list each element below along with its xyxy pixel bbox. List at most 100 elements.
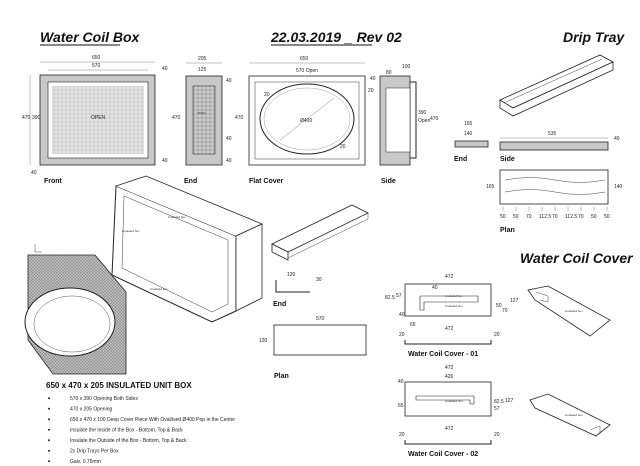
drip-tray-end: 165 140 End: [454, 121, 489, 163]
end-top: 40: [226, 78, 232, 84]
unit-box-notes: 570 x 390 Opening Both Sides 470 x 205 Op…: [48, 396, 235, 465]
front-opening-label: OPEN: [91, 115, 106, 121]
label-front: Front: [44, 178, 63, 185]
front-height: 470: [22, 115, 31, 121]
title-date-rev: 22.03.2019 _ Rev 02: [270, 29, 402, 45]
cover01-width-bottom: 472: [445, 326, 454, 332]
cover-persp-a-notch: [535, 291, 549, 303]
label-flat-cover: Flat Cover: [249, 178, 284, 185]
side-lip: [410, 81, 417, 159]
cover01-label-b: insulated box: [445, 304, 463, 308]
tray-spacing-value: 50: [591, 214, 597, 220]
end-width: 205: [198, 56, 207, 62]
front-inner-height: 390: [32, 115, 41, 121]
end-opening: [192, 85, 216, 155]
title-water-coil-box: Water Coil Box: [40, 29, 141, 45]
side-opening: [385, 87, 411, 153]
cover01-label-a: insulated box: [445, 294, 463, 298]
cover02-d82: 82.5: [494, 399, 504, 405]
cover-perspective-a: insulated box: [527, 285, 611, 337]
flat-cover-hole: Ø400: [300, 118, 312, 124]
label-tray-side: Side: [500, 156, 515, 163]
label-box-plan: Plan: [274, 373, 289, 380]
label-end: End: [184, 178, 197, 185]
end-inner: 125: [198, 67, 207, 73]
tray-spacing-value: 70: [552, 214, 558, 220]
flat-cover-top: 40: [370, 76, 376, 82]
title-water-coil-cover: Water Coil Cover: [520, 250, 634, 266]
tray-plan-inner: 140: [614, 184, 623, 190]
end-view: OPEN 205 125 40 470 40 40 End: [172, 56, 232, 185]
cover01-d65: 65: [410, 322, 416, 328]
tray-spacing-value: 112.5: [539, 214, 551, 220]
cover02-inner: 426: [445, 374, 454, 380]
tray-plan-height: 165: [486, 184, 495, 190]
cover01-d70: 70: [502, 308, 508, 314]
box-end-width: 120: [287, 272, 296, 278]
tray-spacing-value: 112.5: [565, 214, 577, 220]
tray-end-inner: 140: [464, 131, 473, 137]
cover02-caption: Water Coil Cover - 02: [408, 451, 478, 458]
drip-tray-3d: [499, 54, 614, 117]
flat-cover-inner: [254, 81, 360, 160]
note-item: Insulate the Outside of the Box - Bottom…: [70, 438, 187, 444]
unit-box-heading: 650 x 470 x 205 INSULATED UNIT BOX: [46, 381, 192, 390]
note-bullet: [48, 428, 50, 431]
tray-spacing-value: 50: [604, 214, 610, 220]
box-3d-outline: [111, 185, 237, 323]
note-item: 470 x 205 Opening: [70, 407, 112, 413]
box-3d-label-top: insulated box: [168, 215, 186, 219]
note-item: 650 x 470 x 100 Deep Cover Piece With Ov…: [70, 417, 235, 423]
flat-cover-oval-inner: [263, 87, 351, 151]
tray-plan-outline: [499, 169, 609, 205]
cover-persp-b-body: [529, 393, 611, 437]
cover-02: 472 426 40 65 82.5 57 127 insulated box …: [398, 365, 514, 458]
cover01-width-top: 472: [445, 274, 454, 280]
cover01-d40b: 40: [399, 312, 405, 318]
front-top: 40: [162, 66, 168, 72]
note-bullet: [48, 449, 50, 452]
cover02-width-top: 472: [445, 365, 454, 371]
tray-plan-wave: [504, 189, 606, 195]
note-bullet: [48, 418, 50, 421]
cover01-slot-dim: 57: [396, 293, 402, 299]
tray-plan-wave: [504, 177, 606, 183]
cover-persp-a-body: [527, 285, 611, 337]
tray-side-height: 40: [614, 136, 620, 142]
front-mesh: [52, 86, 144, 154]
side-left: 20: [368, 88, 374, 94]
cover02-d40: 40: [398, 379, 404, 385]
label-tray-plan: Plan: [500, 227, 515, 234]
flat-cover-oval-hole: [259, 83, 355, 155]
box-plan-outline: [273, 324, 367, 356]
note-item: Insulate the Inside of the Box - Bottom,…: [70, 428, 183, 434]
cover02-body: [404, 381, 492, 417]
box-plan-width: 570: [316, 316, 325, 322]
side-inner: 390: [418, 110, 427, 116]
cover02-d65: 65: [398, 403, 404, 409]
end-opening-label: OPEN: [197, 111, 206, 115]
bent-piece-lip: [271, 243, 289, 261]
note-item: 570 x 390 Opening Both Sides: [70, 396, 138, 402]
tray-end-width: 165: [464, 121, 473, 127]
box-plan-height: 130: [259, 338, 268, 344]
box-end-section: 120 30 End: [273, 272, 322, 308]
tray-spacing-value: 70: [526, 214, 532, 220]
cover01-slot: [419, 295, 479, 311]
cover01-caption: Water Coil Cover - 01: [408, 351, 478, 358]
side-height: 470: [430, 116, 439, 122]
cover02-width-bottom: 472: [445, 426, 454, 432]
bent-piece-top: [271, 204, 369, 253]
cover01-d20a: 20: [399, 332, 405, 338]
cover01-left: 82.5: [385, 295, 395, 301]
side-w1: 80: [386, 70, 392, 76]
cover02-d57: 57: [494, 406, 500, 412]
flat-cover-opening: 570 Open: [296, 68, 318, 74]
flat-cover-view: Ø400 650 570 Open 40 470 20 20 Flat Cove…: [235, 56, 376, 185]
side-inner-label: Open: [418, 118, 430, 124]
cover01-d40: 40: [432, 285, 438, 291]
side-w2: 100: [402, 64, 411, 70]
title-drip-tray: Drip Tray: [563, 29, 625, 45]
tray-side-profile: [499, 141, 609, 151]
label-box-end: End: [273, 301, 286, 308]
